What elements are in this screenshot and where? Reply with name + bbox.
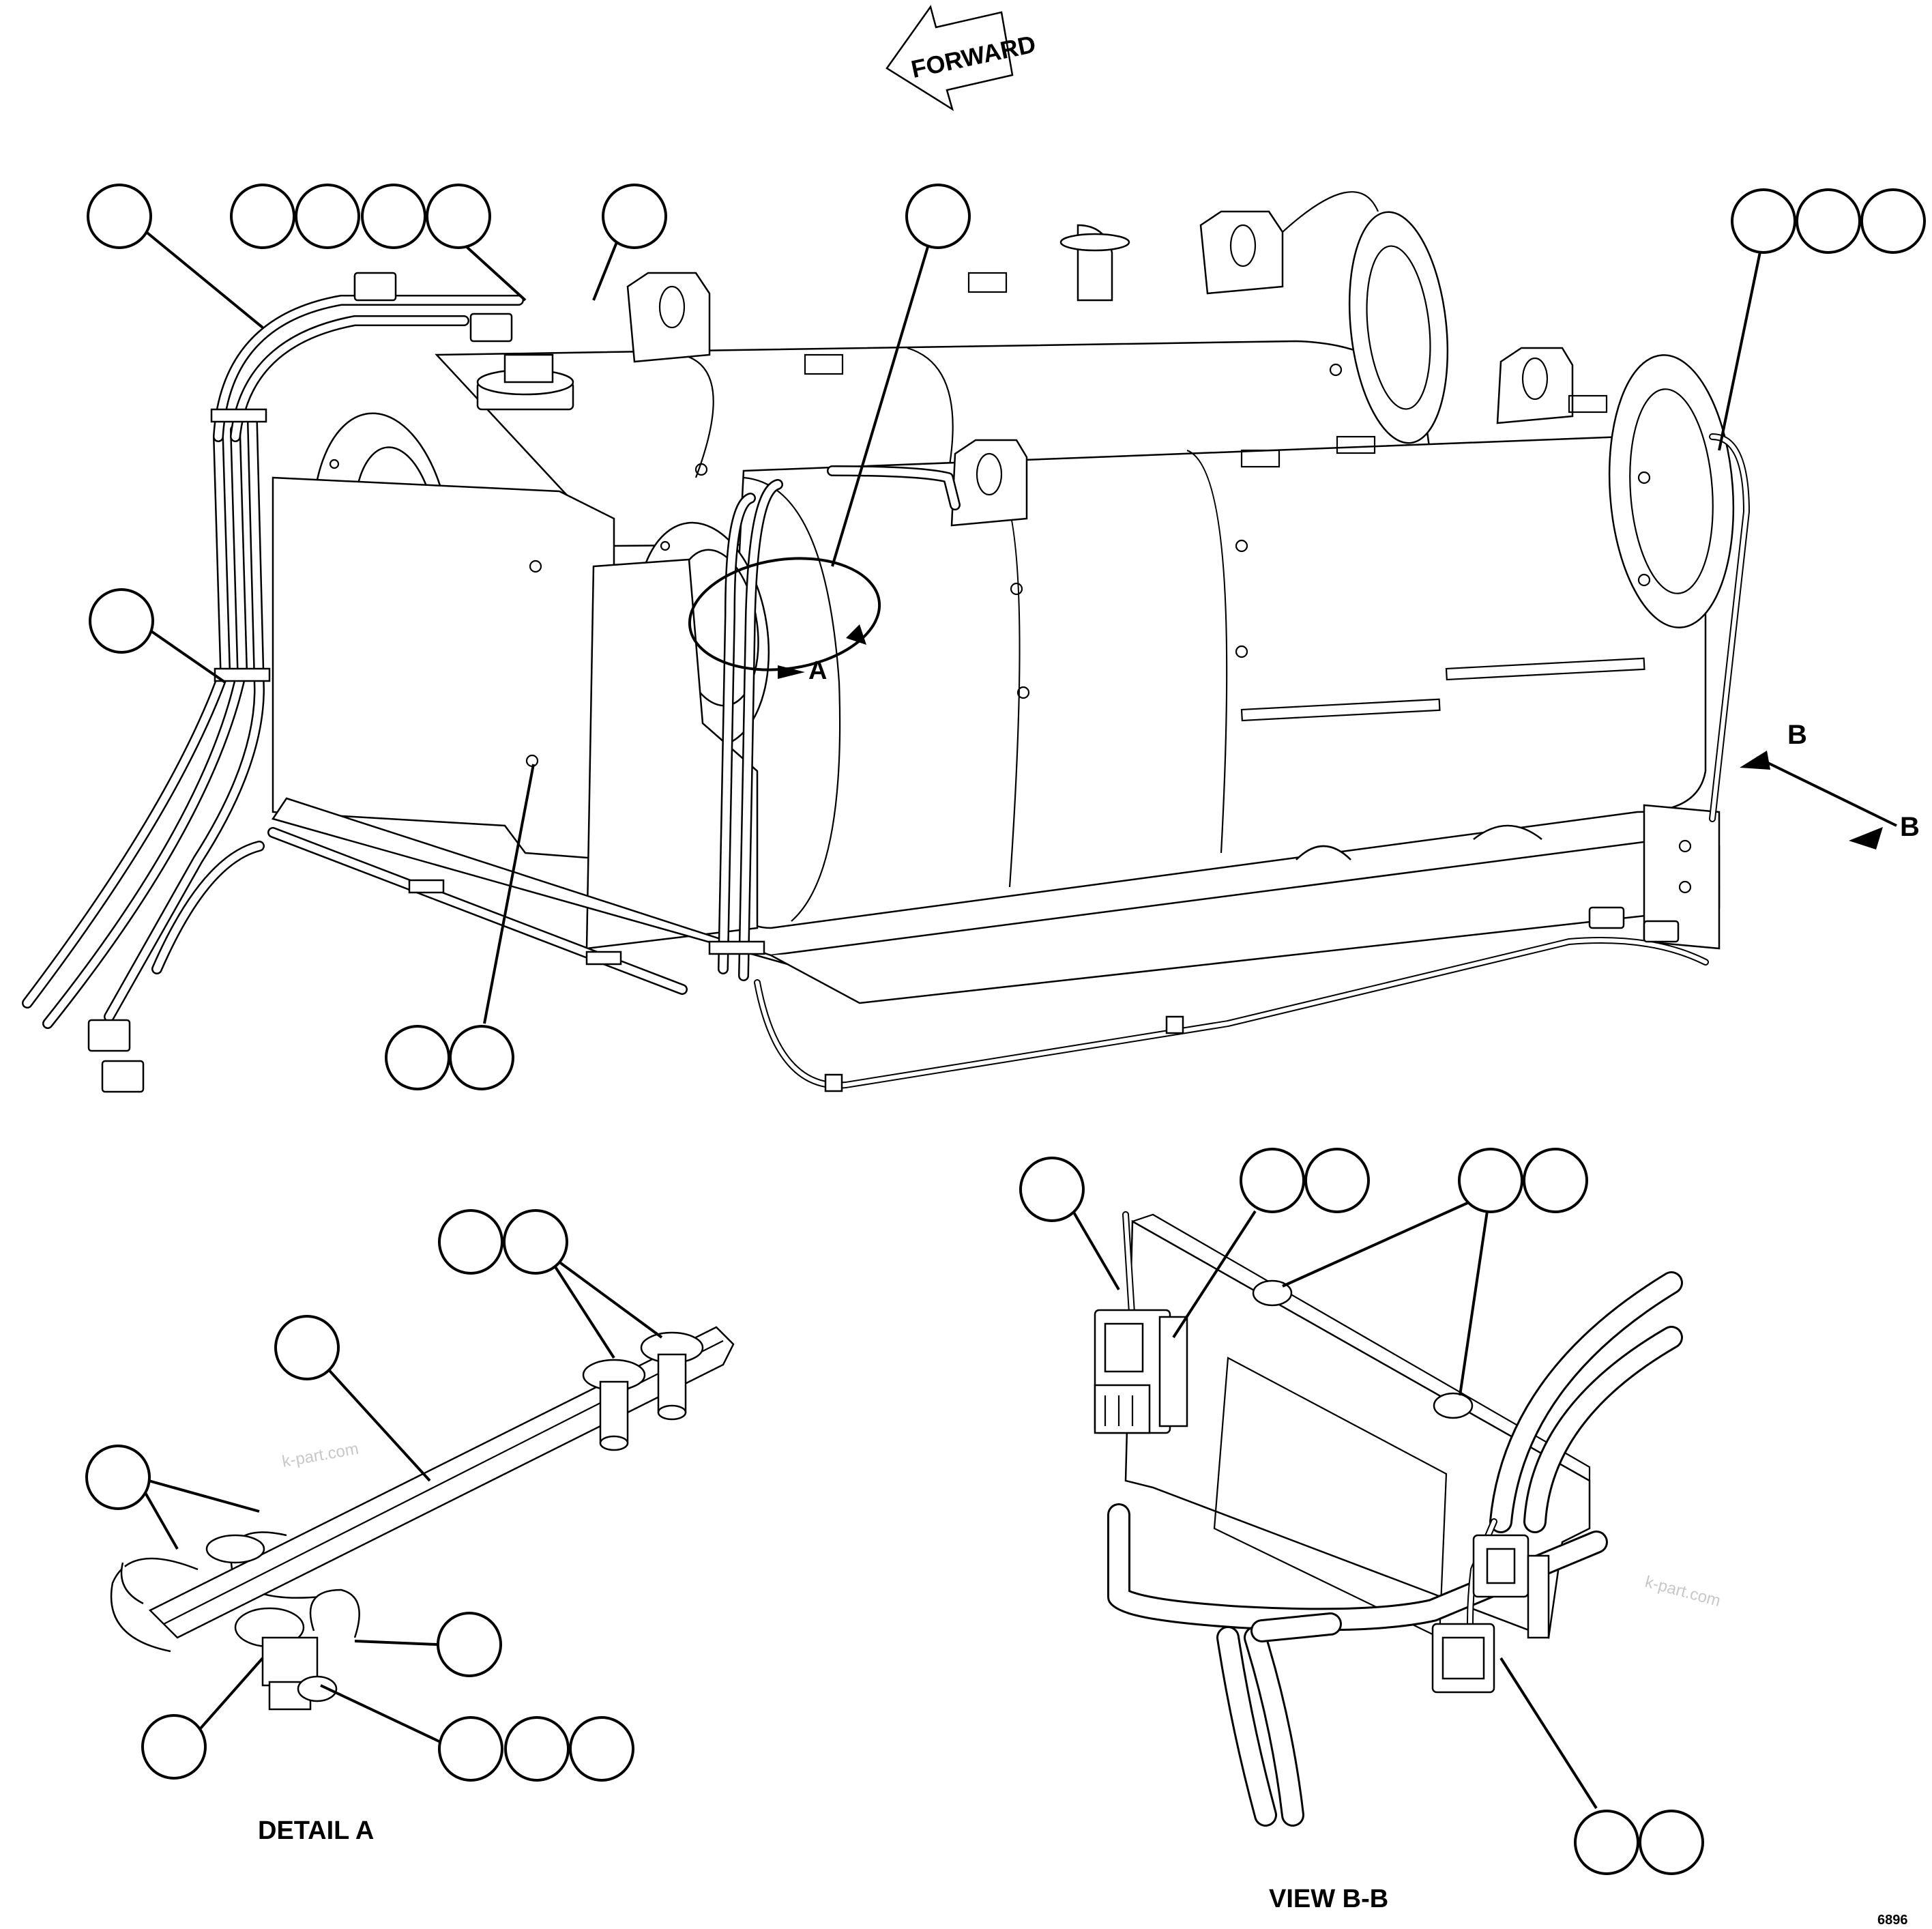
watermark: k-part.com <box>1643 1573 1722 1610</box>
callout-nut-2 <box>504 1716 570 1782</box>
callout-bottom-1 <box>1574 1810 1639 1875</box>
callout-lower-right <box>437 1612 502 1677</box>
view-b-marker-2: B <box>1900 812 1920 842</box>
wire-harness <box>22 272 1750 1093</box>
callout-top-3 <box>295 184 360 249</box>
callout-harness <box>1019 1157 1085 1222</box>
callout-bar <box>274 1315 340 1380</box>
view-b-marker-1: B <box>1787 720 1807 750</box>
callout-stack-bottom-left <box>141 1714 207 1780</box>
callout-top-left <box>87 184 152 249</box>
callout-top-2 <box>230 184 295 249</box>
callout-clip <box>85 1445 151 1510</box>
base-frame <box>272 797 1721 1004</box>
sheet-code: 6896 <box>1877 1913 1908 1928</box>
callout-top-right-2 <box>1796 188 1861 254</box>
detail-a-indicator: A <box>688 557 881 685</box>
detail-a-callouts <box>85 1209 663 1782</box>
connector-left-icon <box>1094 1309 1188 1434</box>
view-b-b: VIEW B-B <box>1019 1148 1704 1913</box>
callout-stud-2 <box>1523 1148 1588 1213</box>
callout-conn-2 <box>1304 1148 1370 1213</box>
callout-conn-1 <box>1240 1148 1305 1213</box>
detail-a-title: DETAIL A <box>258 1816 374 1845</box>
callout-nut-1 <box>438 1716 503 1782</box>
view-bb-callouts <box>1019 1148 1704 1875</box>
callout-top-5 <box>426 184 491 249</box>
callout-bottom-2 <box>1639 1810 1704 1875</box>
callout-top-6 <box>602 184 667 249</box>
callout-stud-1 <box>1458 1148 1523 1213</box>
detail-a: DETAIL A <box>85 1209 735 1845</box>
view-bb-arrows: B B <box>1740 720 1920 850</box>
callout-top-right-3 <box>1860 188 1926 254</box>
view-bb-title: VIEW B-B <box>1269 1885 1388 1913</box>
heat-shields <box>272 476 759 950</box>
callout-stud-2 <box>503 1209 568 1275</box>
callout-top-4 <box>361 184 426 249</box>
callout-top-right-1 <box>1731 188 1796 254</box>
connector-icon <box>87 1019 145 1093</box>
watermark: k-part.com <box>280 1440 360 1471</box>
front-canister <box>722 347 1735 929</box>
callout-bottom-1 <box>385 1025 450 1090</box>
callout-bottom-2 <box>449 1025 514 1090</box>
main-callouts <box>87 184 1926 1090</box>
callout-nut-3 <box>569 1716 634 1782</box>
callout-top-center <box>905 184 971 249</box>
connector-right-icon <box>1431 1534 1550 1694</box>
callout-left-middle <box>89 588 154 654</box>
callout-stud-1 <box>438 1209 503 1275</box>
main-assembly: A B B <box>22 184 1926 1093</box>
detail-a-marker: A <box>808 656 827 685</box>
forward-arrow-icon: FORWARD <box>886 5 1038 111</box>
